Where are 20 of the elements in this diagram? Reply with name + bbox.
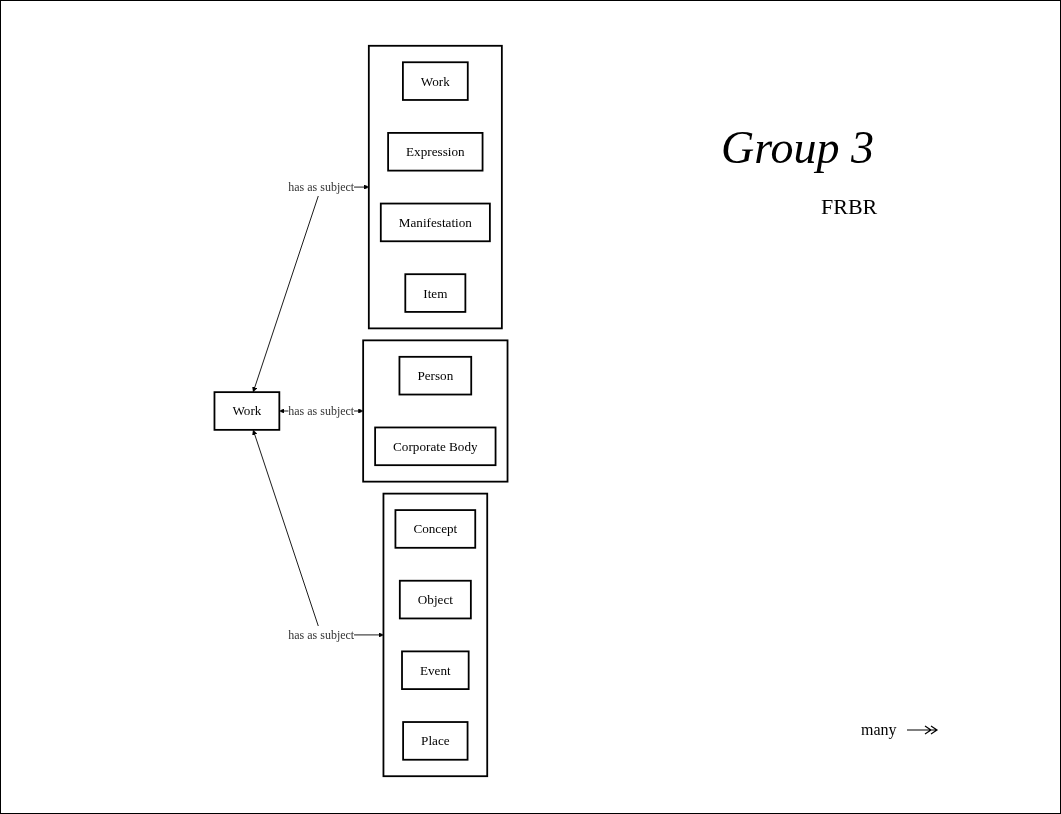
node-box: Item — [404, 273, 467, 313]
node-box: Manifestation — [379, 202, 491, 243]
diagram-title: Group 3 — [721, 121, 874, 174]
node-box: Corporate Body — [374, 426, 497, 467]
node-box: Concept — [394, 509, 477, 549]
cluster — [362, 339, 509, 483]
edge-label: has as subject — [288, 404, 355, 418]
node-box: Work — [402, 61, 469, 101]
legend-text: many — [861, 721, 897, 739]
edge-label: has as subject — [288, 180, 355, 194]
node-box: Place — [402, 721, 469, 761]
node-box: Object — [398, 579, 472, 620]
cluster — [382, 492, 489, 778]
node-box: Expression — [387, 132, 484, 172]
cluster — [367, 44, 503, 330]
node-box: Event — [401, 650, 470, 690]
label-text: FRBR — [821, 194, 878, 220]
edge-label: has as subject — [288, 628, 355, 642]
node-box: Person — [398, 355, 473, 396]
node-box: Work — [213, 391, 281, 431]
